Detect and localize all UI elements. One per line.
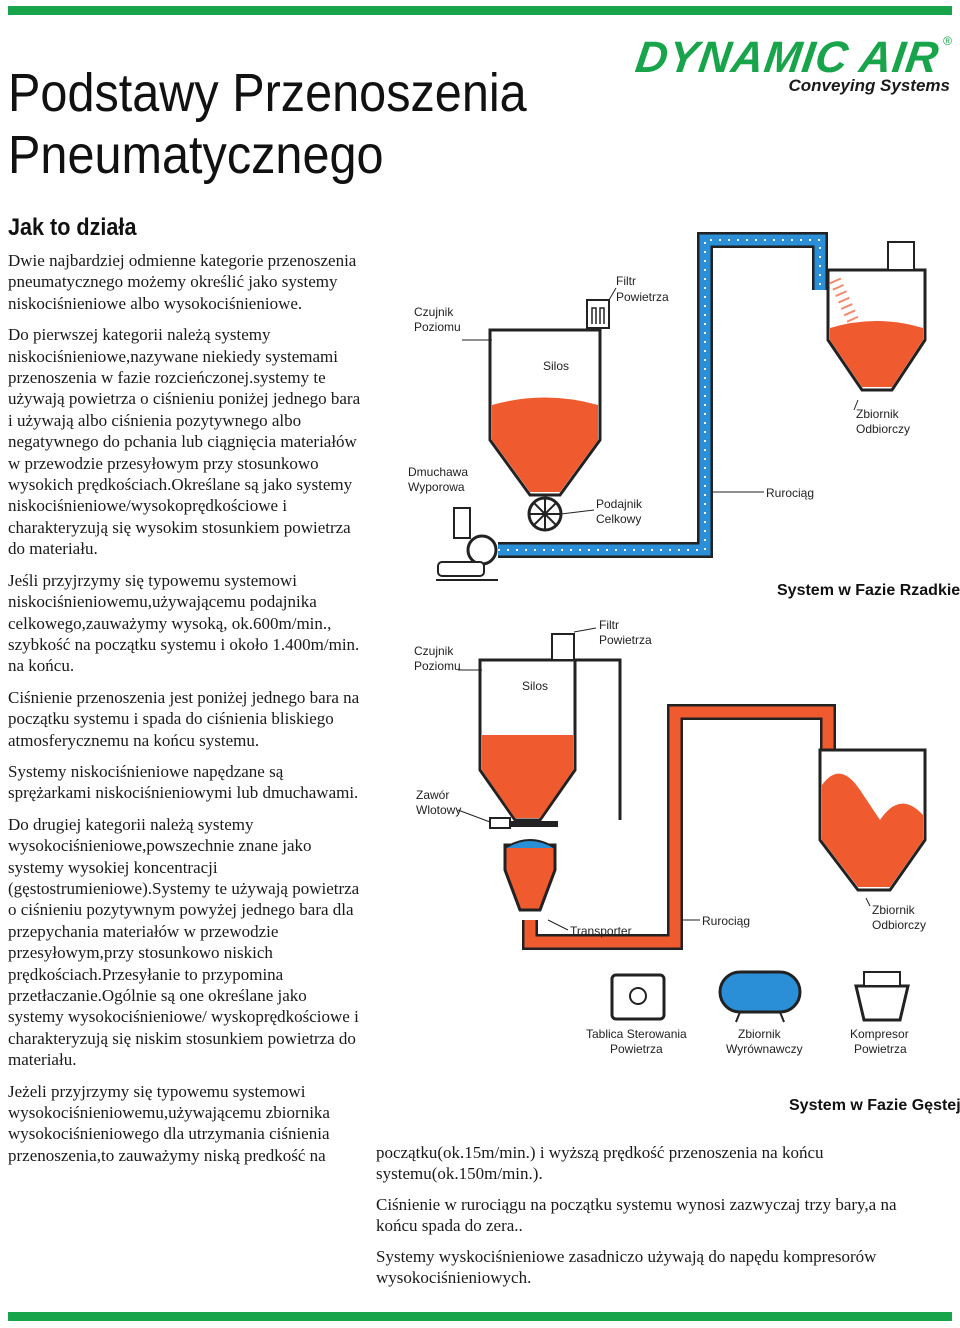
company-logo: DYNAMIC AIR ® Conveying Systems	[632, 33, 956, 98]
control-panel	[610, 973, 666, 1021]
leader-line	[547, 919, 569, 931]
blower	[466, 534, 498, 566]
dilute-phase-diagram: Silos Filtr Powietrza Czujnik Poziomu Po…	[408, 232, 960, 599]
air-tank-label-2: Wyrównawczy	[726, 1042, 803, 1056]
dilute-level-sensor-label-1: Czujnik	[414, 305, 454, 319]
blower-filter	[453, 507, 471, 539]
dense-level-sensor-label-1: Czujnik	[414, 644, 454, 658]
inlet-valve-label-2: Wlotowy	[416, 803, 461, 817]
rotary-feeder-label-2: Celkowy	[596, 512, 641, 526]
tank-legs	[735, 1011, 741, 1023]
leader-line	[457, 809, 491, 823]
logo-registered-mark: ®	[943, 34, 952, 48]
dense-phase-diagram: Silos Filtr Powietrza Czujnik Poziomu Za…	[414, 618, 960, 1114]
paragraph: Do drugiej kategorii należą systemy wyso…	[8, 814, 360, 1070]
leader-line	[573, 627, 597, 633]
rotor-vanes-icon	[529, 498, 561, 530]
dilute-filter	[586, 299, 610, 329]
blower-label-2: Wyporowa	[408, 480, 465, 494]
page-title: Podstawy Przenoszenia Pneumatycznego	[8, 62, 527, 186]
gauge-icon	[629, 987, 647, 1005]
dense-level-sensor-label-2: Poziomu	[414, 659, 461, 673]
inlet-valve-label-1: Zawór	[416, 788, 449, 802]
dilute-silo-label: Silos	[543, 359, 569, 373]
dilute-receiver-material	[830, 321, 923, 387]
paragraph: Jeśli przyjrzymy się typowemu systemowi …	[8, 570, 360, 676]
right-text-column: początku(ok.15m/min.) i wyższą prędkość …	[376, 1142, 916, 1297]
dense-filter-label-2: Powietrza	[599, 633, 652, 647]
dense-silo-label: Silos	[522, 679, 548, 693]
dilute-filter-label-1: Filtr	[616, 274, 636, 288]
compressor-head	[863, 971, 901, 987]
dilute-receiver-label-2: Odbiorczy	[856, 422, 910, 436]
paragraph: Do pierwszej kategorii należą systemy ni…	[8, 325, 361, 559]
blower-label-1: Dmuchawa	[408, 465, 468, 479]
compressor	[854, 984, 910, 1022]
logo-tagline: Conveying Systems	[788, 76, 950, 95]
dense-receiver-material	[822, 773, 923, 887]
tank-legs	[779, 1011, 785, 1023]
air-tank	[718, 970, 802, 1014]
paragraph: Systemy wyskociśnieniowe zasadniczo używ…	[376, 1246, 877, 1288]
dense-pipeline-fill	[524, 706, 834, 948]
dense-silo-material	[482, 735, 573, 818]
leader-line	[608, 287, 617, 301]
transporter-top	[504, 839, 556, 849]
section-heading: Jak to działa	[8, 214, 137, 241]
transporter	[503, 843, 557, 912]
page-title-line-1: Podstawy Przenoszenia	[8, 63, 527, 123]
top-green-bar	[8, 6, 952, 15]
dilute-pipeline-dots	[498, 239, 821, 551]
paragraph: początku(ok.15m/min.) i wyższą prędkość …	[376, 1143, 824, 1184]
control-panel-label-1: Tablica Sterowania	[586, 1027, 687, 1041]
dilute-receiver-particles	[829, 277, 861, 328]
page-title-line-2: Pneumatycznego	[8, 125, 384, 185]
inlet-valve-actuator	[489, 817, 511, 829]
dense-receiver-label-2: Odbiorczy	[872, 918, 926, 932]
paragraph: Ciśnienie przenoszenia jest poniżej jedn…	[8, 687, 360, 750]
leader-line	[865, 897, 871, 907]
paragraph: Systemy niskociśnieniowe napędzane są sp…	[8, 761, 359, 803]
blower-motor	[437, 561, 485, 577]
control-panel-label-2: Powietrza	[610, 1042, 663, 1056]
paragraph: Ciśnienie w rurociągu na początku system…	[376, 1194, 897, 1236]
filter-icon	[591, 307, 605, 324]
dilute-receiver-label-1: Zbiornik	[856, 407, 900, 421]
dense-receiver-label-1: Zbiornik	[872, 903, 916, 917]
dense-pipeline-label: Rurociąg	[702, 914, 750, 928]
receiver-filter	[887, 241, 915, 271]
leader-line	[853, 399, 859, 411]
transporter-label: Transporter	[570, 924, 632, 938]
dilute-silo-material	[492, 397, 598, 492]
leader-line	[560, 509, 595, 515]
dense-filter	[551, 633, 575, 661]
rotary-feeder-label-1: Podajnik	[596, 497, 643, 511]
dense-vent-line	[568, 658, 622, 820]
left-text-column: Dwie najbardziej odmienne kategorie prze…	[8, 250, 364, 1176]
logo-brand: DYNAMIC AIR	[632, 33, 943, 82]
dense-filter-label-1: Filtr	[599, 618, 619, 632]
dilute-pipeline-label: Rurociąg	[766, 486, 814, 500]
paragraph: Jeżeli przyjrzymy się typowemu systemowi…	[8, 1081, 330, 1165]
compressor-label-1: Kompresor	[850, 1027, 909, 1041]
dilute-system-title: System w Fazie Rzadkiej	[777, 582, 960, 599]
air-tank-label-1: Zbiornik	[738, 1027, 782, 1041]
compressor-label-2: Powietrza	[854, 1042, 907, 1056]
bottom-green-bar	[8, 1312, 952, 1321]
paragraph: Dwie najbardziej odmienne kategorie prze…	[8, 251, 357, 313]
dilute-level-sensor-label-2: Poziomu	[414, 320, 461, 334]
conveying-diagrams: Silos Filtr Powietrza Czujnik Poziomu Po…	[408, 232, 960, 1114]
dense-system-title: System w Fazie Gęstej	[789, 1097, 960, 1114]
dilute-filter-label-2: Powietrza	[616, 290, 669, 304]
